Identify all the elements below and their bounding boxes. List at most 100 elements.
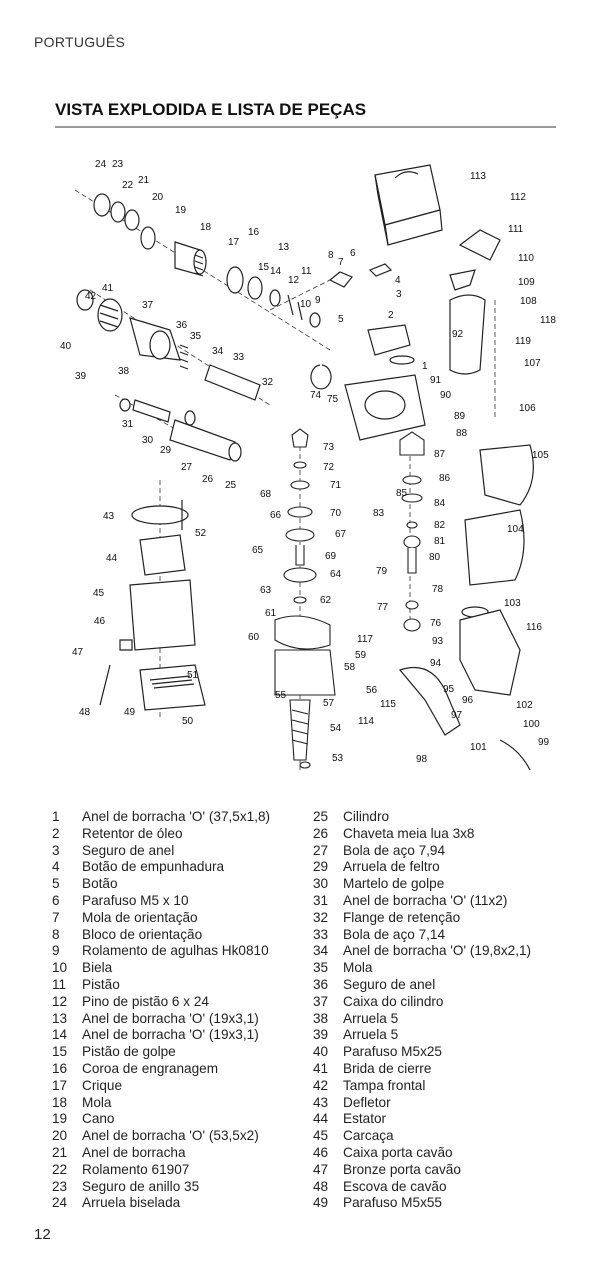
part-name: Anel de borracha 'O' (19x3,1) xyxy=(82,1027,259,1043)
svg-text:72: 72 xyxy=(323,462,335,473)
part-name: Arruela de feltro xyxy=(343,859,440,875)
svg-text:36: 36 xyxy=(176,320,188,331)
svg-text:1: 1 xyxy=(422,361,428,372)
svg-text:43: 43 xyxy=(103,511,115,522)
svg-text:88: 88 xyxy=(456,428,468,439)
svg-text:75: 75 xyxy=(327,394,339,405)
part-number: 36 xyxy=(313,976,329,992)
svg-text:97: 97 xyxy=(451,710,463,721)
svg-text:31: 31 xyxy=(122,419,134,430)
part-number: 3 xyxy=(52,842,60,858)
svg-text:71: 71 xyxy=(330,480,342,491)
svg-text:56: 56 xyxy=(366,685,378,696)
svg-text:107: 107 xyxy=(524,358,541,369)
svg-text:85: 85 xyxy=(396,488,408,499)
svg-text:64: 64 xyxy=(330,569,342,580)
svg-text:45: 45 xyxy=(93,588,105,599)
svg-text:9: 9 xyxy=(315,295,321,306)
svg-text:99: 99 xyxy=(538,737,550,748)
part-number: 40 xyxy=(313,1044,329,1060)
svg-text:33: 33 xyxy=(233,352,245,363)
svg-text:84: 84 xyxy=(434,498,446,509)
svg-text:66: 66 xyxy=(270,510,282,521)
part-name: Estator xyxy=(343,1111,387,1127)
svg-text:77: 77 xyxy=(377,602,389,613)
svg-text:100: 100 xyxy=(523,719,540,730)
part-number: 1 xyxy=(52,809,60,824)
svg-text:2: 2 xyxy=(388,310,394,321)
part-name: Flange de retenção xyxy=(343,909,461,925)
part-number: 13 xyxy=(52,1010,68,1026)
svg-text:117: 117 xyxy=(357,634,373,645)
part-number: 35 xyxy=(313,960,329,976)
svg-text:48: 48 xyxy=(79,707,91,718)
svg-text:21: 21 xyxy=(138,175,150,186)
svg-text:20: 20 xyxy=(152,192,164,203)
svg-text:79: 79 xyxy=(376,566,388,577)
svg-text:39: 39 xyxy=(75,371,87,382)
part-name: Bronze porta cavão xyxy=(343,1161,461,1177)
part-name: Rolamento de agulhas Hk0810 xyxy=(82,943,269,959)
part-name: Bola de aço 7,94 xyxy=(343,842,446,858)
part-number: 23 xyxy=(52,1178,68,1194)
svg-text:110: 110 xyxy=(518,253,534,264)
part-name: Martelo de golpe xyxy=(343,876,445,892)
svg-text:76: 76 xyxy=(430,618,442,629)
part-number: 27 xyxy=(313,842,329,858)
part-number: 38 xyxy=(313,1010,329,1026)
language-label: PORTUGUÊS xyxy=(34,34,126,50)
svg-text:115: 115 xyxy=(380,699,396,710)
svg-text:104: 104 xyxy=(507,524,524,535)
svg-text:14: 14 xyxy=(270,266,282,277)
part-number: 46 xyxy=(313,1144,329,1160)
part-number: 8 xyxy=(52,926,60,942)
part-name: Parafuso M5x25 xyxy=(343,1044,442,1060)
part-name: Pistão xyxy=(82,976,120,992)
svg-text:74: 74 xyxy=(310,390,322,401)
part-name: Cano xyxy=(82,1111,115,1127)
part-name: Caixa porta cavão xyxy=(343,1144,453,1160)
svg-text:105: 105 xyxy=(532,450,549,461)
svg-text:27: 27 xyxy=(181,462,193,473)
part-name: Arruela 5 xyxy=(343,1027,399,1043)
part-name: Botão xyxy=(82,876,118,892)
page-number: 12 xyxy=(34,1226,51,1243)
svg-text:61: 61 xyxy=(265,608,277,619)
part-number: 45 xyxy=(313,1128,329,1144)
part-name: Caixa do cilindro xyxy=(343,993,444,1009)
part-name: Arruela biselada xyxy=(82,1195,181,1211)
part-number: 25 xyxy=(313,809,329,824)
svg-text:55: 55 xyxy=(275,690,287,701)
title-divider xyxy=(55,126,556,128)
part-number: 17 xyxy=(52,1077,68,1093)
part-number: 16 xyxy=(52,1060,68,1076)
svg-text:69: 69 xyxy=(325,551,337,562)
svg-text:13: 13 xyxy=(278,242,290,253)
svg-text:5: 5 xyxy=(338,314,344,325)
part-number: 33 xyxy=(313,926,329,942)
svg-text:11: 11 xyxy=(301,266,312,277)
part-name: Mola de orientação xyxy=(82,909,198,925)
svg-text:109: 109 xyxy=(518,277,535,288)
svg-text:65: 65 xyxy=(252,545,264,556)
